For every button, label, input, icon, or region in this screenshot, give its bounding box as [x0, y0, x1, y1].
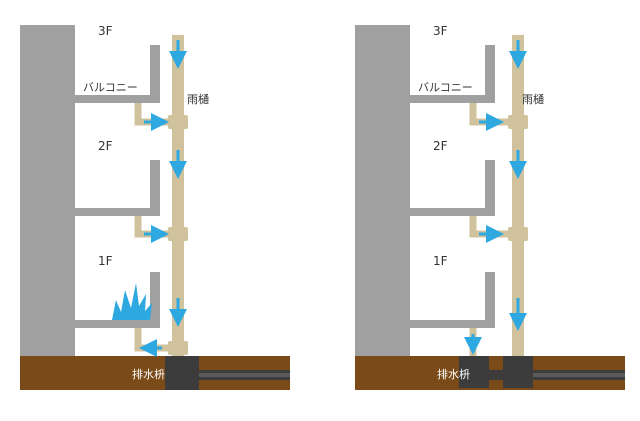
drainage-basin: [503, 356, 533, 388]
basin-label: 排水枡: [132, 367, 165, 381]
basin-label: 排水枡: [437, 367, 470, 381]
balcony-label: バルコニー: [83, 81, 138, 94]
floor-label-3f: 3F: [433, 24, 448, 38]
water-splash-icon: [112, 283, 152, 320]
balcony-1f: [75, 272, 160, 328]
underground-pipe: [489, 370, 503, 380]
floor-label-1f: 1F: [433, 254, 448, 268]
floor-label-3f: 3F: [98, 24, 113, 38]
balcony-label: バルコニー: [418, 81, 473, 94]
balcony-2f: [75, 160, 160, 216]
balcony-2f: [410, 160, 495, 216]
floor-label-1f: 1F: [98, 254, 113, 268]
balcony-1f: [410, 272, 495, 328]
balcony-drain-2f: [469, 216, 511, 238]
balcony-3f: [410, 45, 495, 103]
balcony-3f: [75, 45, 160, 103]
left-panel: 3F 2F 1F バルコニー 雨樋 排水枡: [20, 24, 290, 390]
right-panel: 3F 2F 1F バルコニー 雨樋 排水枡: [355, 24, 625, 390]
building-wall: [20, 25, 75, 356]
floor-label-2f: 2F: [433, 139, 448, 153]
drainage-basin: [459, 356, 489, 388]
gutter-label: 雨樋: [522, 92, 544, 106]
balcony-drain-3f: [469, 103, 511, 126]
building-wall: [355, 25, 410, 356]
gutter-label: 雨樋: [187, 92, 209, 106]
floor-label-2f: 2F: [98, 139, 113, 153]
balcony-drain-1f: [134, 328, 176, 352]
drainage-basin: [165, 356, 199, 390]
